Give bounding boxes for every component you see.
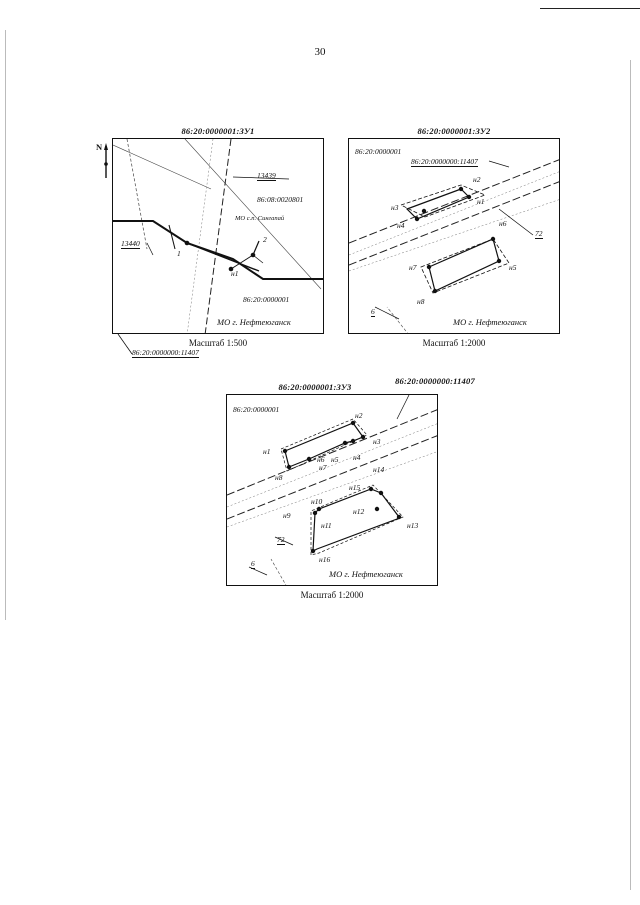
map2-label-n3: н3 bbox=[391, 203, 399, 212]
map3-label-72: 72 bbox=[277, 535, 285, 545]
map2-label-n2: н2 bbox=[473, 175, 481, 184]
map2-drawing bbox=[349, 159, 559, 333]
map1-label-n1: н1 bbox=[231, 269, 239, 278]
map3-label-n4: н4 bbox=[353, 453, 361, 462]
map3-label-n6: н6 bbox=[317, 455, 325, 464]
map2-label-road: 86:20:0000000:11407 bbox=[411, 157, 478, 167]
map3-frame: 86:20:0000001 н2 н1 н3 н4 н5 н6 н7 н8 н1… bbox=[226, 394, 438, 586]
map3-road-title: 86:20:0000000:11407 bbox=[395, 376, 475, 386]
map1-label-13440: 13440 bbox=[121, 239, 140, 249]
map1-title: 86:20:0000001:ЗУ1 bbox=[181, 126, 255, 136]
map3-label-n13: н13 bbox=[407, 521, 419, 530]
map3-label-n2: н2 bbox=[355, 411, 363, 420]
map1-callout-leader bbox=[117, 334, 133, 355]
map3-label-n9: н9 bbox=[283, 511, 291, 520]
map2-label-n7: н7 bbox=[409, 263, 417, 272]
map1-label-mo-small: МО с.п. Сингапай bbox=[235, 215, 285, 222]
map3-label-6: 6 bbox=[251, 559, 255, 569]
top-rule bbox=[540, 8, 640, 9]
map1-frame: 13439 86:08:0020801 МО с.п. Сингапай 134… bbox=[112, 138, 324, 334]
map1-drawing bbox=[113, 139, 323, 333]
map2-label-72: 72 bbox=[535, 229, 543, 239]
map1-label-13439: 13439 bbox=[257, 171, 276, 181]
map2-title: 86:20:0000001:ЗУ2 bbox=[417, 126, 491, 136]
map3-label-n7: н7 bbox=[319, 463, 327, 472]
map3-label-n16: н16 bbox=[319, 555, 331, 564]
map1-scale: Масштаб 1:500 bbox=[188, 338, 248, 348]
map3-label-mo-city: МО г. Нефтеюганск bbox=[329, 569, 403, 579]
map2-label-n8: н8 bbox=[417, 297, 425, 306]
map1-label-parcel: 86:08:0020801 bbox=[257, 195, 304, 204]
map3-title: 86:20:0000001:ЗУ3 bbox=[278, 382, 352, 392]
map3-drawing bbox=[227, 395, 437, 585]
map2-label-n5: н5 bbox=[509, 263, 517, 272]
north-arrow-icon bbox=[104, 143, 108, 178]
map3-scale: Масштаб 1:2000 bbox=[300, 590, 364, 600]
map2-label-n6: н6 bbox=[499, 219, 507, 228]
map3-label-n12: н12 bbox=[353, 507, 365, 516]
north-arrow: N bbox=[96, 142, 110, 182]
map3-label-n5: н5 bbox=[331, 455, 339, 464]
map2-label-n1: н1 bbox=[477, 197, 485, 206]
map3-label-n3: н3 bbox=[373, 437, 381, 446]
map2-label-n4: н4 bbox=[397, 221, 405, 230]
map2-label-quarter: 86:20:0000001 bbox=[355, 147, 402, 156]
map3-label-n14: н14 bbox=[373, 465, 385, 474]
map1-label-mo-city: МО г. Нефтеюганск bbox=[217, 317, 291, 327]
north-letter: N bbox=[96, 142, 103, 152]
scan-edge-left bbox=[5, 30, 6, 620]
map1-callout: 86:20:0000000:11407 bbox=[110, 334, 240, 364]
map3-label-n8: н8 bbox=[275, 473, 283, 482]
map2-label-6: 6 bbox=[371, 307, 375, 317]
map3-label-n15: н15 bbox=[349, 483, 361, 492]
map1-label-point-2: 2 bbox=[263, 235, 267, 244]
page-number: 30 bbox=[314, 46, 326, 58]
map3-label-n10: н10 bbox=[311, 497, 323, 506]
map1-label-quarter: 86:20:0000001 bbox=[243, 295, 290, 304]
map2-frame: 86:20:0000001 86:20:0000000:11407 н2 н1 … bbox=[348, 138, 560, 334]
scan-edge-right bbox=[630, 60, 631, 890]
map2-label-mo-city: МО г. Нефтеюганск bbox=[453, 317, 527, 327]
map2-scale: Масштаб 1:2000 bbox=[422, 338, 486, 348]
map1-callout-label: 86:20:0000000:11407 bbox=[132, 348, 199, 358]
map3-label-quarter: 86:20:0000001 bbox=[233, 405, 280, 414]
map3-label-n11: н11 bbox=[321, 521, 332, 530]
map1-label-point-1: 1 bbox=[177, 249, 181, 258]
map3-label-n1: н1 bbox=[263, 447, 271, 456]
